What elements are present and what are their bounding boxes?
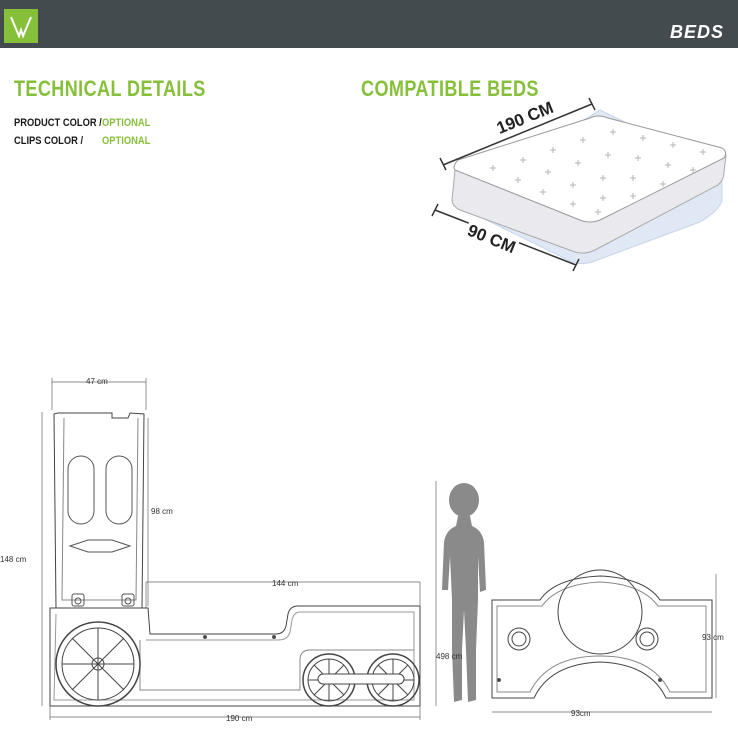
compatible-beds-heading: COMPATIBLE BEDS xyxy=(361,76,539,101)
product-color-label: PRODUCT COLOR / xyxy=(14,117,102,129)
figure-height-label: 498 cm xyxy=(436,652,463,661)
human-silhouette-icon xyxy=(442,483,486,702)
front-width-label: 93cm xyxy=(571,709,591,718)
headboard-width-label: 47 cm xyxy=(86,377,108,386)
clips-color-value: OPTIONAL xyxy=(102,135,151,147)
clips-color-label: CLIPS COLOR / xyxy=(14,135,84,147)
side-length-label: 190 cm xyxy=(226,714,253,723)
side-top-length-label: 144 cm xyxy=(272,579,299,588)
brand-logo xyxy=(4,9,38,43)
technical-details-heading: TECHNICAL DETAILS xyxy=(14,76,206,101)
headboard-inner-height-label: 98 cm xyxy=(151,507,173,516)
product-color-value: OPTIONAL xyxy=(102,117,151,129)
headboard-height-label: 148 cm xyxy=(0,555,27,564)
front-height-label: 93 cm xyxy=(702,633,724,642)
top-bar: BEDS xyxy=(0,0,738,48)
page-category-title: BEDS xyxy=(669,22,724,42)
